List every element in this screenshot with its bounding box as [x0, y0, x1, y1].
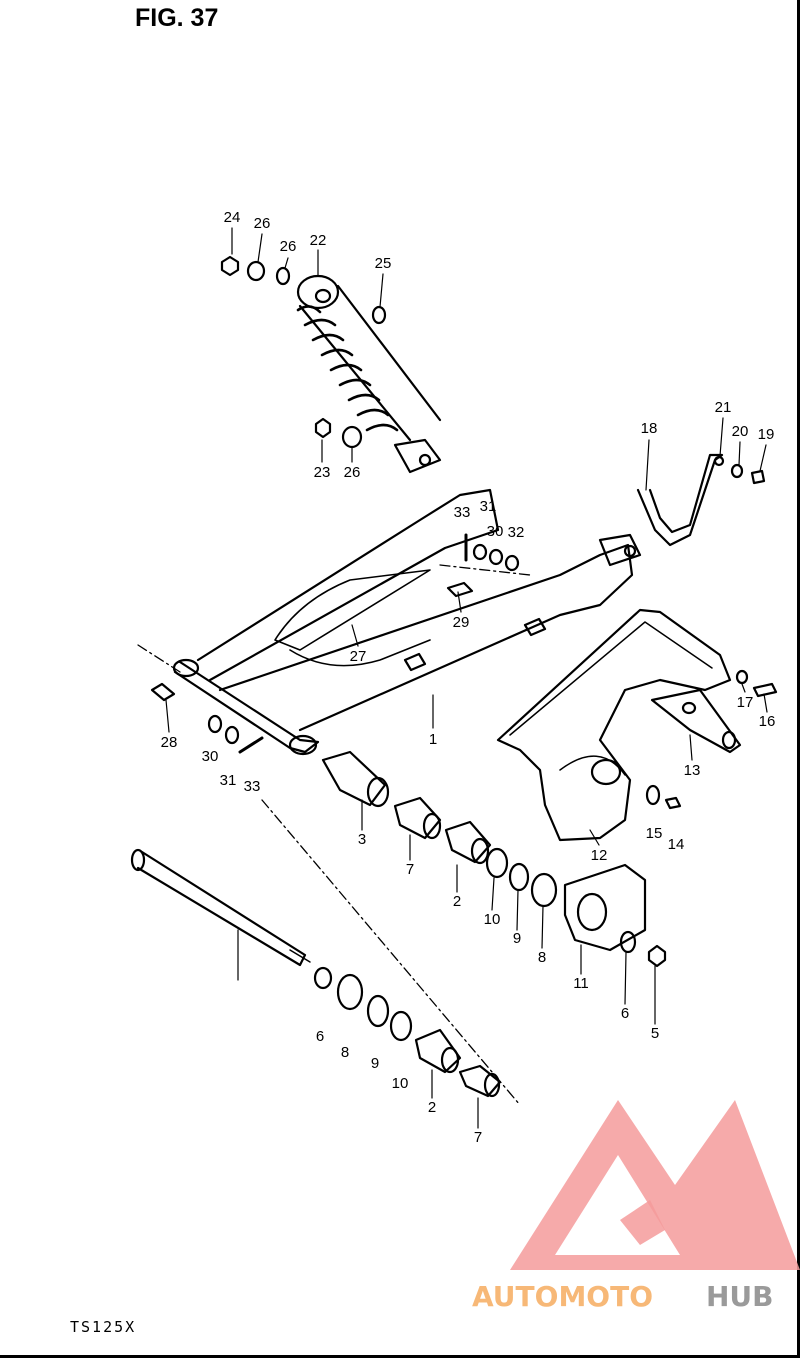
part-number-label: 33: [454, 504, 471, 521]
part-number-label: 6: [621, 1005, 629, 1022]
part-number-label: 9: [513, 930, 521, 947]
part-number-label: 11: [573, 975, 589, 992]
part-number-label: 28: [161, 734, 178, 751]
part-number-label: 2: [453, 893, 461, 910]
bracket-18: [636, 453, 766, 547]
pivot-stack-lower: [313, 966, 502, 1098]
part-number-label: 8: [341, 1044, 349, 1061]
watermark-logo-icon: [510, 1100, 800, 1270]
part-number-label: 10: [392, 1075, 409, 1092]
part-number-label: 19: [758, 426, 775, 443]
part-number-label: 27: [350, 648, 367, 665]
part-number-label: 33: [244, 778, 261, 795]
part-number-label: 2: [428, 1099, 436, 1116]
part-number-label: 22: [310, 232, 327, 249]
chain-case: [496, 608, 732, 842]
part-number-label: 17: [737, 694, 754, 711]
watermark: AUTOMOTO HUB: [472, 1100, 800, 1313]
part-number-label: 5: [651, 1025, 659, 1042]
hardware: [150, 533, 778, 810]
part-number-label: 10: [484, 911, 501, 928]
part-number-label: 1: [429, 731, 437, 748]
part-number-label: 16: [759, 713, 776, 730]
figure-title: FIG. 37: [135, 4, 219, 32]
part-number-label: 6: [316, 1028, 324, 1045]
watermark-brand-b: HUB: [706, 1280, 774, 1313]
part-number-label: 8: [538, 949, 546, 966]
shock-top-hardware: [220, 255, 387, 449]
part-number-label: 25: [375, 255, 392, 272]
part-number-label: 7: [474, 1129, 482, 1146]
model-label: TS125X: [70, 1318, 137, 1336]
part-number-label: 9: [371, 1055, 379, 1072]
swing-arm: [172, 488, 642, 756]
part-number-label: 30: [487, 523, 504, 540]
part-number-label: 29: [453, 614, 470, 631]
shock-absorber: [296, 274, 442, 474]
part-number-label: 21: [715, 399, 732, 416]
part-number-label: 3: [358, 831, 366, 848]
part-number-label: 15: [646, 825, 663, 842]
part-number-label: 23: [314, 464, 331, 481]
adjuster-block: [563, 863, 667, 968]
part-number-label: 13: [684, 762, 701, 779]
leader-lines: [165, 227, 768, 1129]
part-number-label: 7: [406, 861, 414, 878]
pivot-stack-upper: [321, 750, 558, 908]
bracket-13: [650, 688, 742, 754]
part-number-label: 18: [641, 420, 658, 437]
watermark-brand-a: AUTOMOTO: [472, 1280, 653, 1313]
axis-lines: [137, 564, 531, 1106]
pivot-shaft: [130, 848, 311, 967]
part-number-label: 26: [280, 238, 297, 255]
part-number-label: 20: [732, 423, 749, 440]
part-number-label: 32: [508, 524, 525, 541]
part-number-label: 31: [220, 772, 237, 789]
part-number-label: 14: [668, 836, 685, 853]
part-number-label: 31: [480, 498, 497, 515]
part-number-label: 26: [344, 464, 361, 481]
part-number-label: 30: [202, 748, 219, 765]
part-number-label: 24: [224, 209, 241, 226]
part-number-label: 26: [254, 215, 271, 232]
part-number-label: 12: [591, 847, 608, 864]
